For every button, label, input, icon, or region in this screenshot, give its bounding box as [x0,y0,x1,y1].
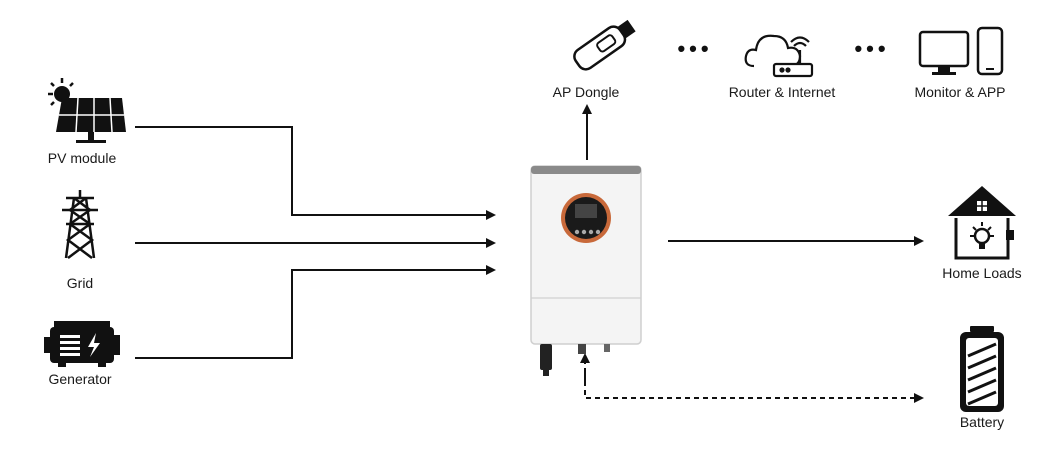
connectors [135,104,924,403]
generator-icon [44,321,120,367]
generator-to-inverter-line [135,265,496,359]
router-internet-label: Router & Internet [728,84,836,100]
house-icon [948,186,1016,260]
monitor-phone-icon [918,26,1004,76]
solar-panel-icon [48,78,126,143]
pv-to-inverter-line [135,126,496,220]
grid-label: Grid [66,275,94,291]
transmission-tower-icon [62,190,98,259]
dots-router-monitor: ••• [854,36,890,61]
usb-dongle-icon [573,19,636,71]
battery-icon [960,326,1004,412]
cloud-router-icon [744,34,814,78]
monitor-app-label: Monitor & APP [914,84,1006,100]
generator-label: Generator [48,371,112,387]
ap-dongle-label: AP Dongle [552,84,620,100]
home-loads-label: Home Loads [942,265,1022,281]
battery-label: Battery [959,414,1005,430]
inverter-to-battery-line [584,372,924,403]
pv-module-label: PV module [47,150,117,166]
dots-dongle-router: ••• [677,36,713,61]
inverter-unit [530,165,642,376]
